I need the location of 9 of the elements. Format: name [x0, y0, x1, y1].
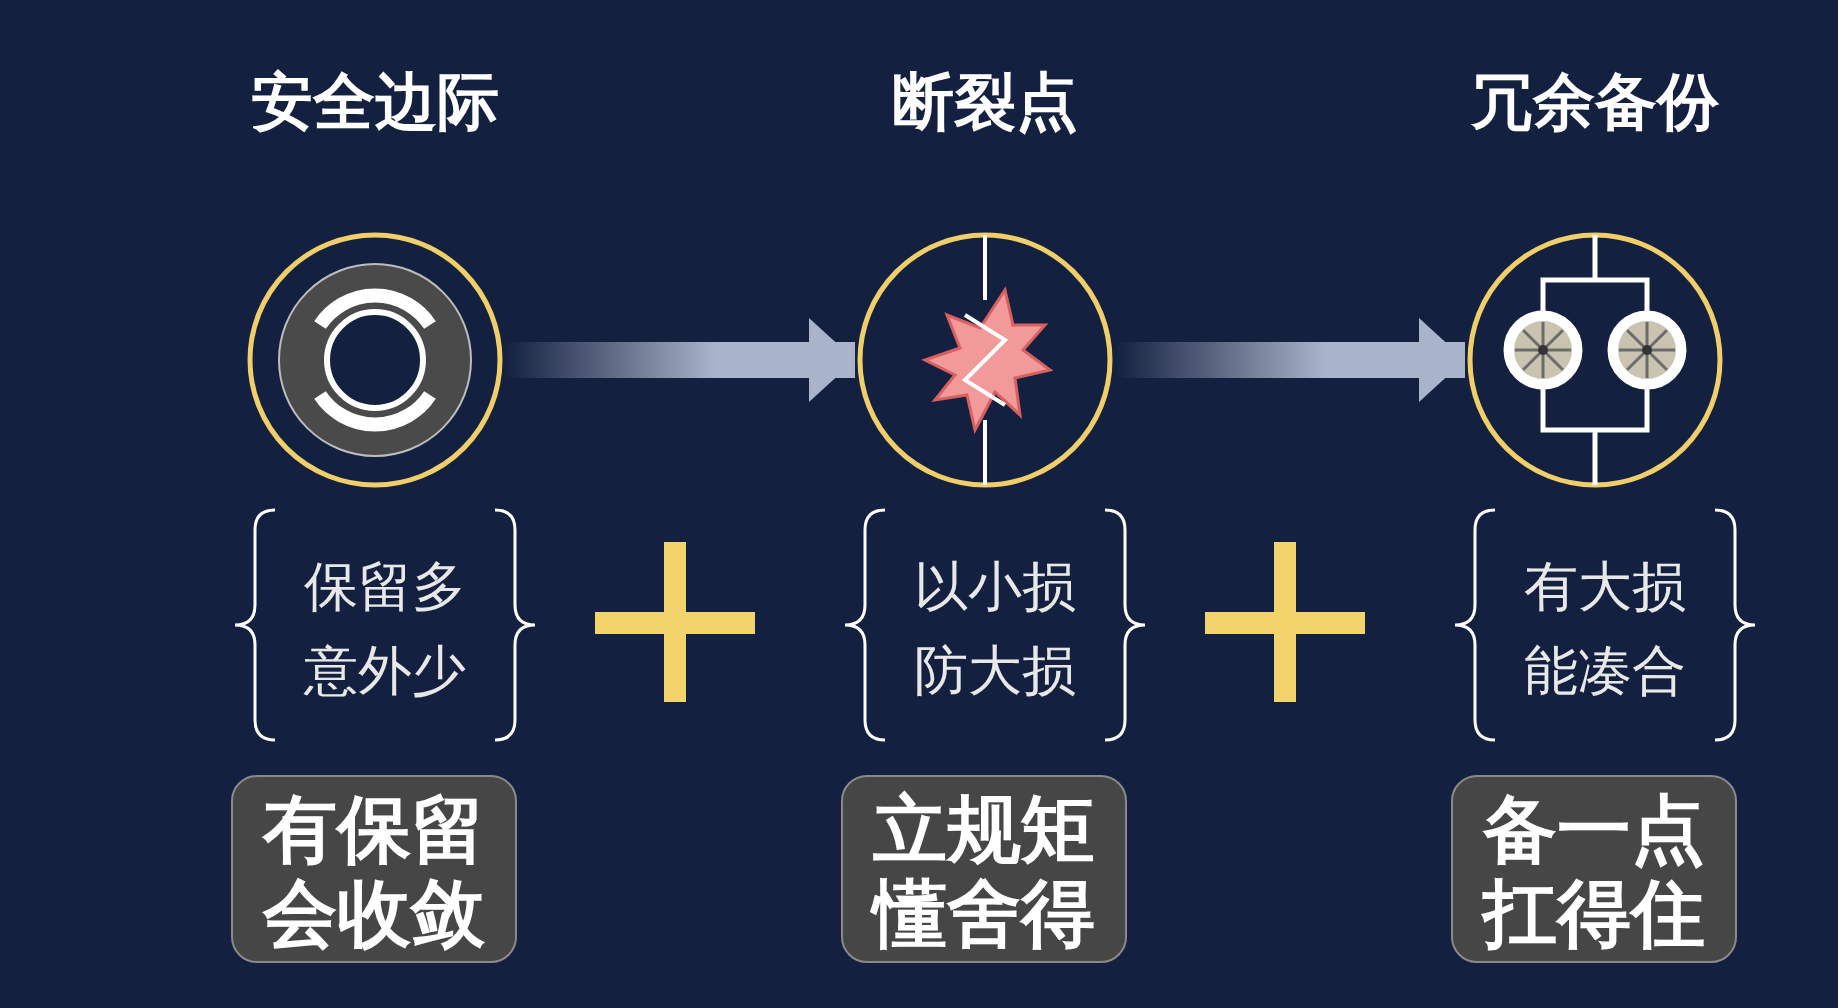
motto-card: 有保留会收敛: [231, 775, 517, 963]
motto-card: 立规矩懂舍得: [841, 775, 1127, 963]
phrase-text: 以小损防大损: [913, 554, 1077, 704]
phrase-text: 保留多意外少: [303, 554, 467, 704]
column-heading: 冗余备份: [1470, 64, 1720, 140]
phrase-text: 有大损能凑合: [1523, 554, 1687, 704]
motto-card: 备一点扛得住: [1451, 775, 1737, 963]
column-heading: 断裂点: [891, 64, 1079, 140]
column-heading: 安全边际: [250, 64, 500, 140]
